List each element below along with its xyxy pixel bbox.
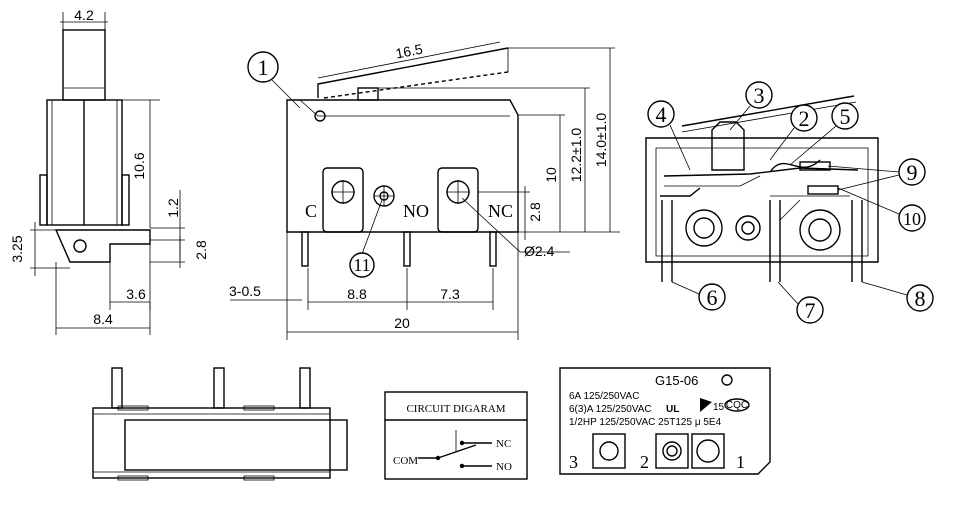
circuit-title: CIRCUIT DIGARAM xyxy=(406,403,505,415)
pad-c xyxy=(322,167,364,233)
side-plunger xyxy=(62,29,106,101)
callout-5: 5 xyxy=(840,104,851,129)
callout-5-circle xyxy=(831,102,859,130)
dim-10: 10 xyxy=(543,167,559,183)
circuit-no-label: NO xyxy=(496,461,512,473)
circuit-com-label: COM xyxy=(393,455,418,467)
front-lever xyxy=(317,47,509,98)
dim-10-6: 10.6 xyxy=(131,152,147,179)
dim-dia-2-4: Ø2.4 xyxy=(524,243,555,259)
pad-nc xyxy=(437,167,479,233)
callout-10: 10 xyxy=(903,209,921,229)
callout-2: 2 xyxy=(799,106,810,131)
plate-outline xyxy=(559,367,771,475)
callout-8: 8 xyxy=(915,286,926,311)
callout-4: 4 xyxy=(656,102,667,127)
dim-3-25: 3.25 xyxy=(9,235,25,262)
cutaway-body xyxy=(645,137,879,263)
circuit-nc-label: NC xyxy=(496,438,511,450)
callout-4-circle xyxy=(647,100,675,128)
circuit-diagram: CIRCUIT DIGARAM COM NC NO xyxy=(384,391,528,480)
dim-2-8-right: 2.8 xyxy=(527,202,543,222)
callout-1: 1 xyxy=(258,55,269,80)
callout-7-circle xyxy=(796,296,824,324)
pin-label-1: 1 xyxy=(736,452,745,472)
dim-3-0-5: 3-0.5 xyxy=(229,283,261,299)
bottom-body xyxy=(92,407,331,479)
dim-7-3: 7.3 xyxy=(440,286,460,302)
callout-11-circle xyxy=(349,252,375,278)
model-label: G15-06 xyxy=(655,373,698,388)
rating-line-2: 6(3)A 125/250VAC xyxy=(569,404,652,415)
callout-9: 9 xyxy=(907,160,918,185)
rating-line-1: 6A 125/250VAC xyxy=(569,391,639,402)
callout-3: 3 xyxy=(754,83,765,108)
callout-6-circle xyxy=(698,283,726,311)
callout-1-circle xyxy=(247,51,279,83)
pin-label-3: 3 xyxy=(569,452,578,472)
side-view: 4.2 10.6 1.2 2.8 3.25 3.6 8.4 xyxy=(9,7,209,335)
pin-pad-2 xyxy=(655,433,689,469)
dim-14-0: 14.0±1.0 xyxy=(593,113,609,168)
front-body xyxy=(286,99,519,233)
callout-6: 6 xyxy=(707,285,718,310)
callout-7: 7 xyxy=(805,298,816,323)
terminal-label-nc: NC xyxy=(488,201,513,221)
rating-line-3: 1/2HP 125/250VAC 25T125 μ 5E4 xyxy=(569,417,722,428)
cqc-icon xyxy=(724,398,750,412)
cutaway-view: 3 4 2 5 9 10 6 7 8 xyxy=(645,81,934,324)
enec-icon xyxy=(700,398,712,412)
pin-pad-1 xyxy=(691,433,725,469)
pin-pad-3 xyxy=(592,433,626,469)
dim-1-2: 1.2 xyxy=(165,198,181,218)
dim-2-8-left: 2.8 xyxy=(193,240,209,260)
side-terminal xyxy=(54,229,151,263)
front-view: C NO NC 16.5 10 12.2±1.0 14.0±1.0 2.8 Ø2… xyxy=(229,41,620,340)
dim-16-5: 16.5 xyxy=(394,41,424,62)
pin-label-2: 2 xyxy=(640,452,649,472)
dim-8-4: 8.4 xyxy=(93,311,113,327)
enec-mark: 15 xyxy=(713,402,725,413)
callout-8-circle xyxy=(906,284,934,312)
callout-10-circle xyxy=(898,204,926,232)
circuit-box xyxy=(384,391,528,480)
dim-12-2: 12.2±1.0 xyxy=(568,128,584,183)
label-plate: G15-06 6A 125/250VAC 6(3)A 125/250VAC 1/… xyxy=(559,367,771,475)
cutaway-lever xyxy=(681,95,855,127)
callout-11: 11 xyxy=(353,255,370,275)
dim-4-2: 4.2 xyxy=(74,7,94,23)
dim-8-8: 8.8 xyxy=(347,286,367,302)
callout-3-circle xyxy=(745,81,773,109)
callout-2-circle xyxy=(790,104,818,132)
terminal-label-no: NO xyxy=(403,201,429,221)
bottom-side-view xyxy=(92,367,348,481)
ul-mark: UL xyxy=(666,404,679,415)
dim-20: 20 xyxy=(394,315,410,331)
terminal-label-c: C xyxy=(305,201,317,221)
cqc-mark: CQC xyxy=(726,400,748,411)
dim-3-6: 3.6 xyxy=(126,286,146,302)
